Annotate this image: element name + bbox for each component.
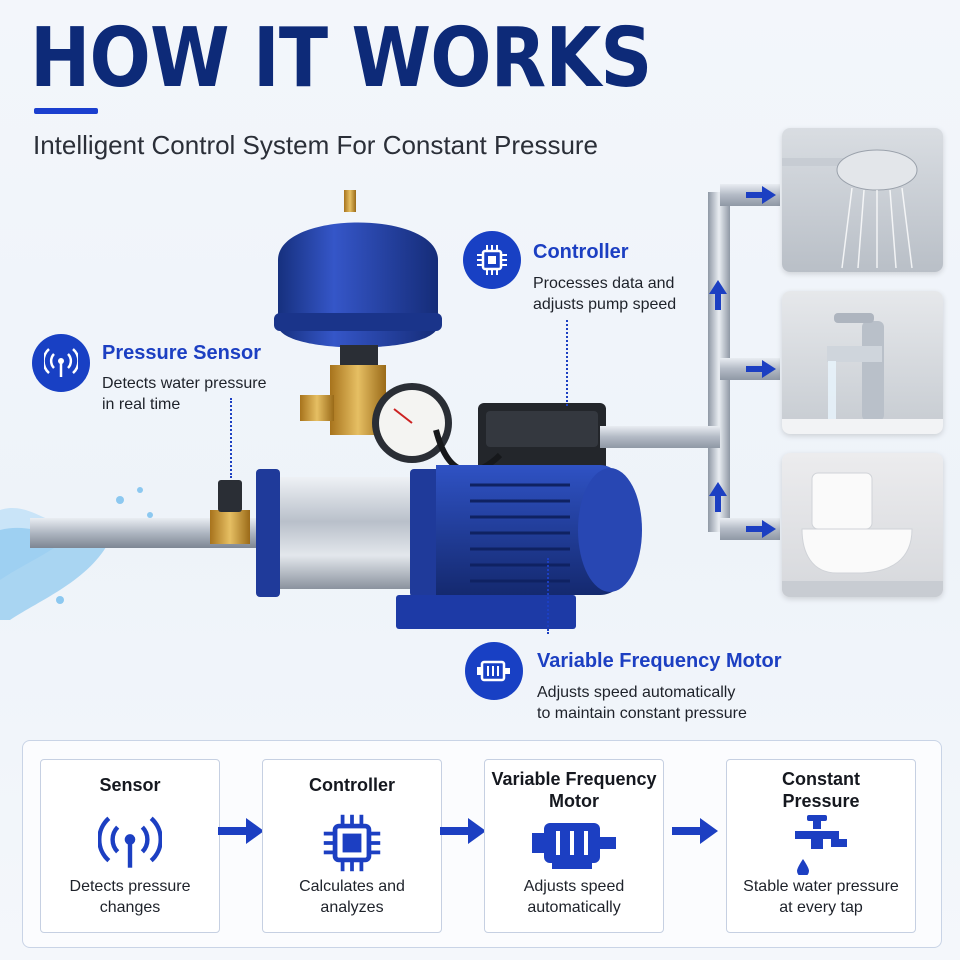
signal-icon [98,816,162,868]
flow-step-desc: Stable water pressure at every tap [727,876,915,918]
motor-title: Variable Frequency Motor [537,650,782,672]
flow-arrow-icon [440,818,486,844]
flow-step-desc-line2: analyzes [320,899,384,916]
flow-step-icon [41,810,219,876]
toilet-icon [782,472,943,597]
controller-desc-line2: adjusts pump speed [533,296,677,313]
flow-step-desc-line2: changes [99,899,161,916]
pressure-sensor-icon-badge [32,334,90,392]
water-splash-illustration [0,487,300,620]
flow-step-desc: Adjusts speed automatically [485,876,663,918]
title-underline [34,108,98,114]
flow-step-title-line1: Constant [782,769,860,789]
flow-step-controller: Controller Calculates and analyzes [262,759,442,933]
shower-head-icon [782,149,918,269]
pressure-sensor-title: Pressure Sensor [102,342,261,364]
flow-step-title-line2: Motor [549,791,599,811]
page-title: HOW IT WORKS [30,11,652,106]
motor-icon [532,823,616,869]
flow-step-title: Variable Frequency Motor [485,768,663,812]
motor-leader-line [547,558,549,634]
flow-step-title-line1: Variable Frequency [491,769,657,789]
toilet-photo [782,453,943,597]
controller-desc-line1: Processes data and [533,275,675,292]
shower-photo [782,128,943,272]
flow-step-desc-line1: Calculates and [299,878,405,895]
chip-icon [323,814,381,872]
flow-step-constant-pressure: Constant Pressure Stable water pressure … [726,759,916,933]
faucet-photo [782,291,943,434]
faucet-icon [782,313,943,434]
flow-step-title: Sensor [99,775,161,795]
flow-step-desc-line1: Detects pressure [69,878,191,895]
controller-leader-line [566,320,568,406]
pressure-sensor-desc-line1: Detects water pressure [102,375,267,392]
controller-icon-badge [463,231,521,289]
flow-step-desc: Detects pressure changes [41,876,219,918]
flow-step-desc-line2: at every tap [779,899,863,916]
controller-title: Controller [533,241,629,263]
flow-step-icon [263,810,441,876]
pressure-sensor-leader-line [230,398,232,478]
flow-step-motor: Variable Frequency Motor Adjusts speed a… [484,759,664,933]
flow-step-title: Controller [308,775,395,795]
pressure-sensor-desc-line2: in real time [102,396,181,413]
motor-desc-line2: to maintain constant pressure [537,705,747,722]
motor-icon-badge [465,642,523,700]
flow-step-desc-line1: Adjusts speed [523,878,625,895]
flow-step-icon [485,810,663,876]
flow-step-title-line2: Pressure [782,791,860,811]
motor-desc-line1: Adjusts speed automatically [537,684,736,701]
motor-icon [477,660,510,682]
flow-arrow-icon [218,818,264,844]
tap-icon [795,815,847,875]
distribution-piping [600,184,780,540]
flow-step-desc: Calculates and analyzes [263,876,441,918]
flow-arrow-icon [672,818,718,844]
page-subtitle: Intelligent Control System For Constant … [33,130,599,160]
pump-illustration [210,190,642,629]
flow-step-sensor: Sensor Detects pressure changes [40,759,220,933]
signal-icon [44,348,78,377]
chip-icon [477,245,507,275]
flow-step-desc-line2: automatically [527,899,621,916]
flow-step-icon [727,810,915,876]
flow-step-title: Constant Pressure [727,768,915,812]
flow-step-desc-line1: Stable water pressure [743,878,899,895]
